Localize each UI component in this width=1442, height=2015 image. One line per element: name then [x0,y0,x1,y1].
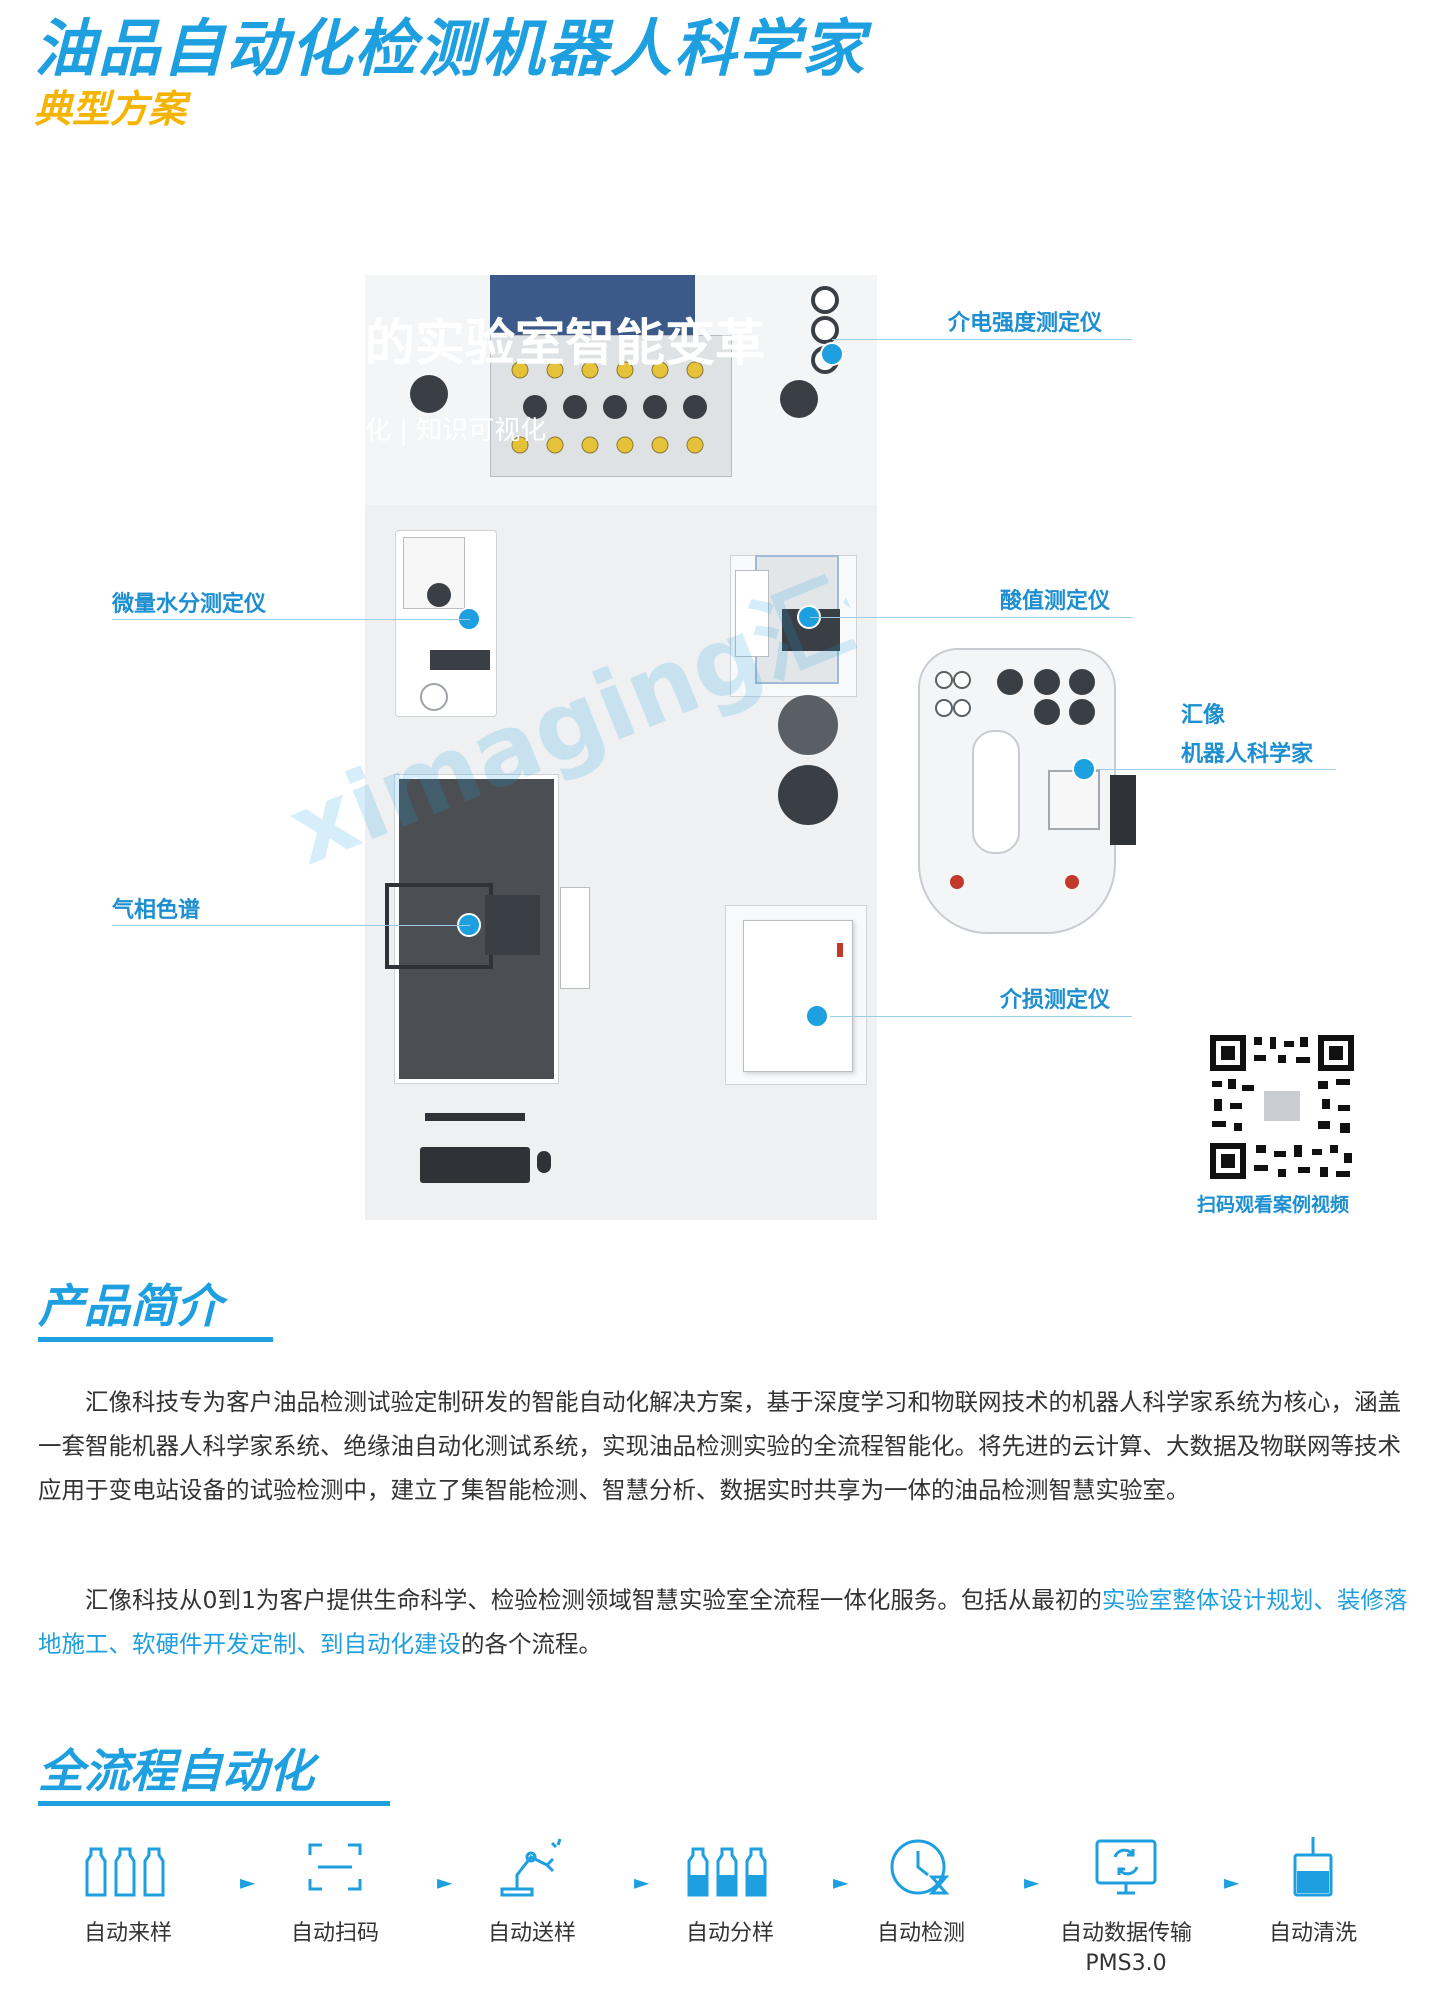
plan-overlay-subtitle: 化 | 知识可视化 [365,416,547,446]
flow-arrow-3: ► [634,1870,650,1894]
side-roller-right [780,380,818,418]
moisture-tester-head [427,583,451,607]
intro-paragraph-1: 汇像科技专为客户油品检测试验定制研发的智能自动化解决方案，基于深度学习和物联网技… [38,1380,1408,1512]
line-robot [1096,769,1336,770]
beaker-icon [1293,1837,1333,1897]
flow-step-6: 自动数据传输 PMS3.0 [1046,1835,1206,1976]
dielectric-loss-box [743,920,853,1072]
intro-paragraph-2-highlight[interactable]: 实验室整体设计规划、装修落地施工、软硬件开发定制、到自动化建设 [38,1586,1408,1658]
keyboard [420,1147,530,1183]
flow-step-7: 自动清洗 [1238,1835,1388,1947]
intro-paragraph-2-pre: 汇像科技从0到1为客户提供生命科学、检验检测领域智慧实验室全流程一体化服务。包括… [85,1586,1102,1614]
sample-cups [511,361,707,454]
robot-scientist-body [918,648,1116,934]
callout-acid: 酸值测定仪 [1000,589,1111,614]
robot-arm [972,730,1020,854]
gc-side-box [560,887,590,989]
flow-arrow-4: ► [833,1870,849,1894]
intro-paragraph-1-text: 汇像科技专为客户油品检测试验定制研发的智能自动化解决方案，基于深度学习和物联网技… [38,1388,1401,1504]
flow-step-4: 自动分样 [655,1835,805,1947]
flow-title-underline [38,1801,390,1806]
clock-hourglass-icon [890,1839,950,1895]
flow-step-3: 自动送样 [457,1835,607,1947]
acid-tester-carousel [778,695,838,755]
robot-rack [1048,770,1100,830]
lab-floor-plan: 的实验室智能变革 化 | 知识可视化 ximaging汇像 [274,275,877,1220]
scan-icon [308,1843,362,1891]
acid-tester-module [735,570,769,657]
top-station-blue-panel [490,275,695,335]
callout-moisture: 微量水分测定仪 [112,592,267,617]
intro-paragraph-2-post: 的各个流程。 [461,1630,602,1658]
monitor [425,1113,525,1121]
flow-title: 全流程自动化 [38,1744,314,1798]
line-moisture [112,619,470,620]
moisture-tester-probe [430,650,490,670]
right-column-parts [811,286,839,374]
robot-top-holders [935,669,1095,725]
side-roller-left [410,375,448,413]
page-title: 油品自动化检测机器人科学家 [34,12,867,85]
moisture-tester-ring [420,683,448,711]
robot-arm-icon [500,1838,562,1897]
dot-dielectric-strength [820,342,844,366]
acid-tester-tray [778,765,838,825]
flow-step-2-label: 自动扫码 [290,1921,379,1946]
callout-robot-line2: 机器人科学家 [1181,742,1314,767]
dot-dielectric-loss [805,1004,829,1028]
page-subtitle: 典型方案 [34,87,187,131]
line-acid [810,617,1132,618]
callout-dielectric-loss: 介损测定仪 [1000,988,1111,1013]
flow-step-6-label: 自动数据传输 [1059,1921,1192,1946]
robot-light-left [950,875,964,889]
flow-arrow-1: ► [240,1870,256,1894]
monitor-sync-icon [1095,1839,1157,1895]
flow-step-1-label: 自动来样 [83,1921,172,1946]
dot-robot-scientist [1072,757,1096,781]
plan-overlay-title: 的实验室智能变革 [365,314,765,372]
callout-robot-line1: 汇像 [1181,703,1226,728]
flow-arrow-2: ► [437,1870,453,1894]
callout-gc: 气相色谱 [112,898,201,923]
flow-step-5: 自动检测 [846,1835,996,1947]
intro-title-underline [38,1337,273,1342]
callout-dielectric-strength: 介电强度测定仪 [948,311,1103,336]
flow-arrow-5: ► [1024,1870,1040,1894]
bottles-icon [85,1847,165,1897]
flow-step-3-label: 自动送样 [487,1921,576,1946]
mouse [537,1151,551,1173]
flow-step-7-label: 自动清洗 [1268,1921,1357,1946]
flow-step-6-sublabel: PMS3.0 [1085,1951,1167,1976]
flow-step-4-label: 自动分样 [685,1921,774,1946]
flow-step-2: 自动扫码 [260,1835,410,1947]
robot-side-unit [1110,775,1136,845]
filled-bottles-icon [687,1847,767,1897]
line-gc [112,925,470,926]
intro-paragraph-2: 汇像科技从0到1为客户提供生命科学、检验检测领域智慧实验室全流程一体化服务。包括… [38,1578,1408,1666]
intro-title: 产品简介 [38,1279,222,1333]
dielectric-loss-indicator [837,943,843,957]
flow-arrow-6: ► [1224,1870,1240,1894]
robot-light-right [1065,875,1079,889]
flow-step-5-label: 自动检测 [876,1921,965,1946]
flow-steps: 自动来样 ► 自动扫码 ► 自动送样 ► [0,1835,1442,2015]
qr-caption: 扫码观看案例视频 [1197,1194,1350,1216]
qr-code[interactable] [1208,1033,1356,1181]
line-dielectric-loss [830,1016,1132,1017]
flow-step-1: 自动来样 [53,1835,203,1947]
gc-arm [485,895,540,955]
line-dielectric-strength [832,339,1132,340]
